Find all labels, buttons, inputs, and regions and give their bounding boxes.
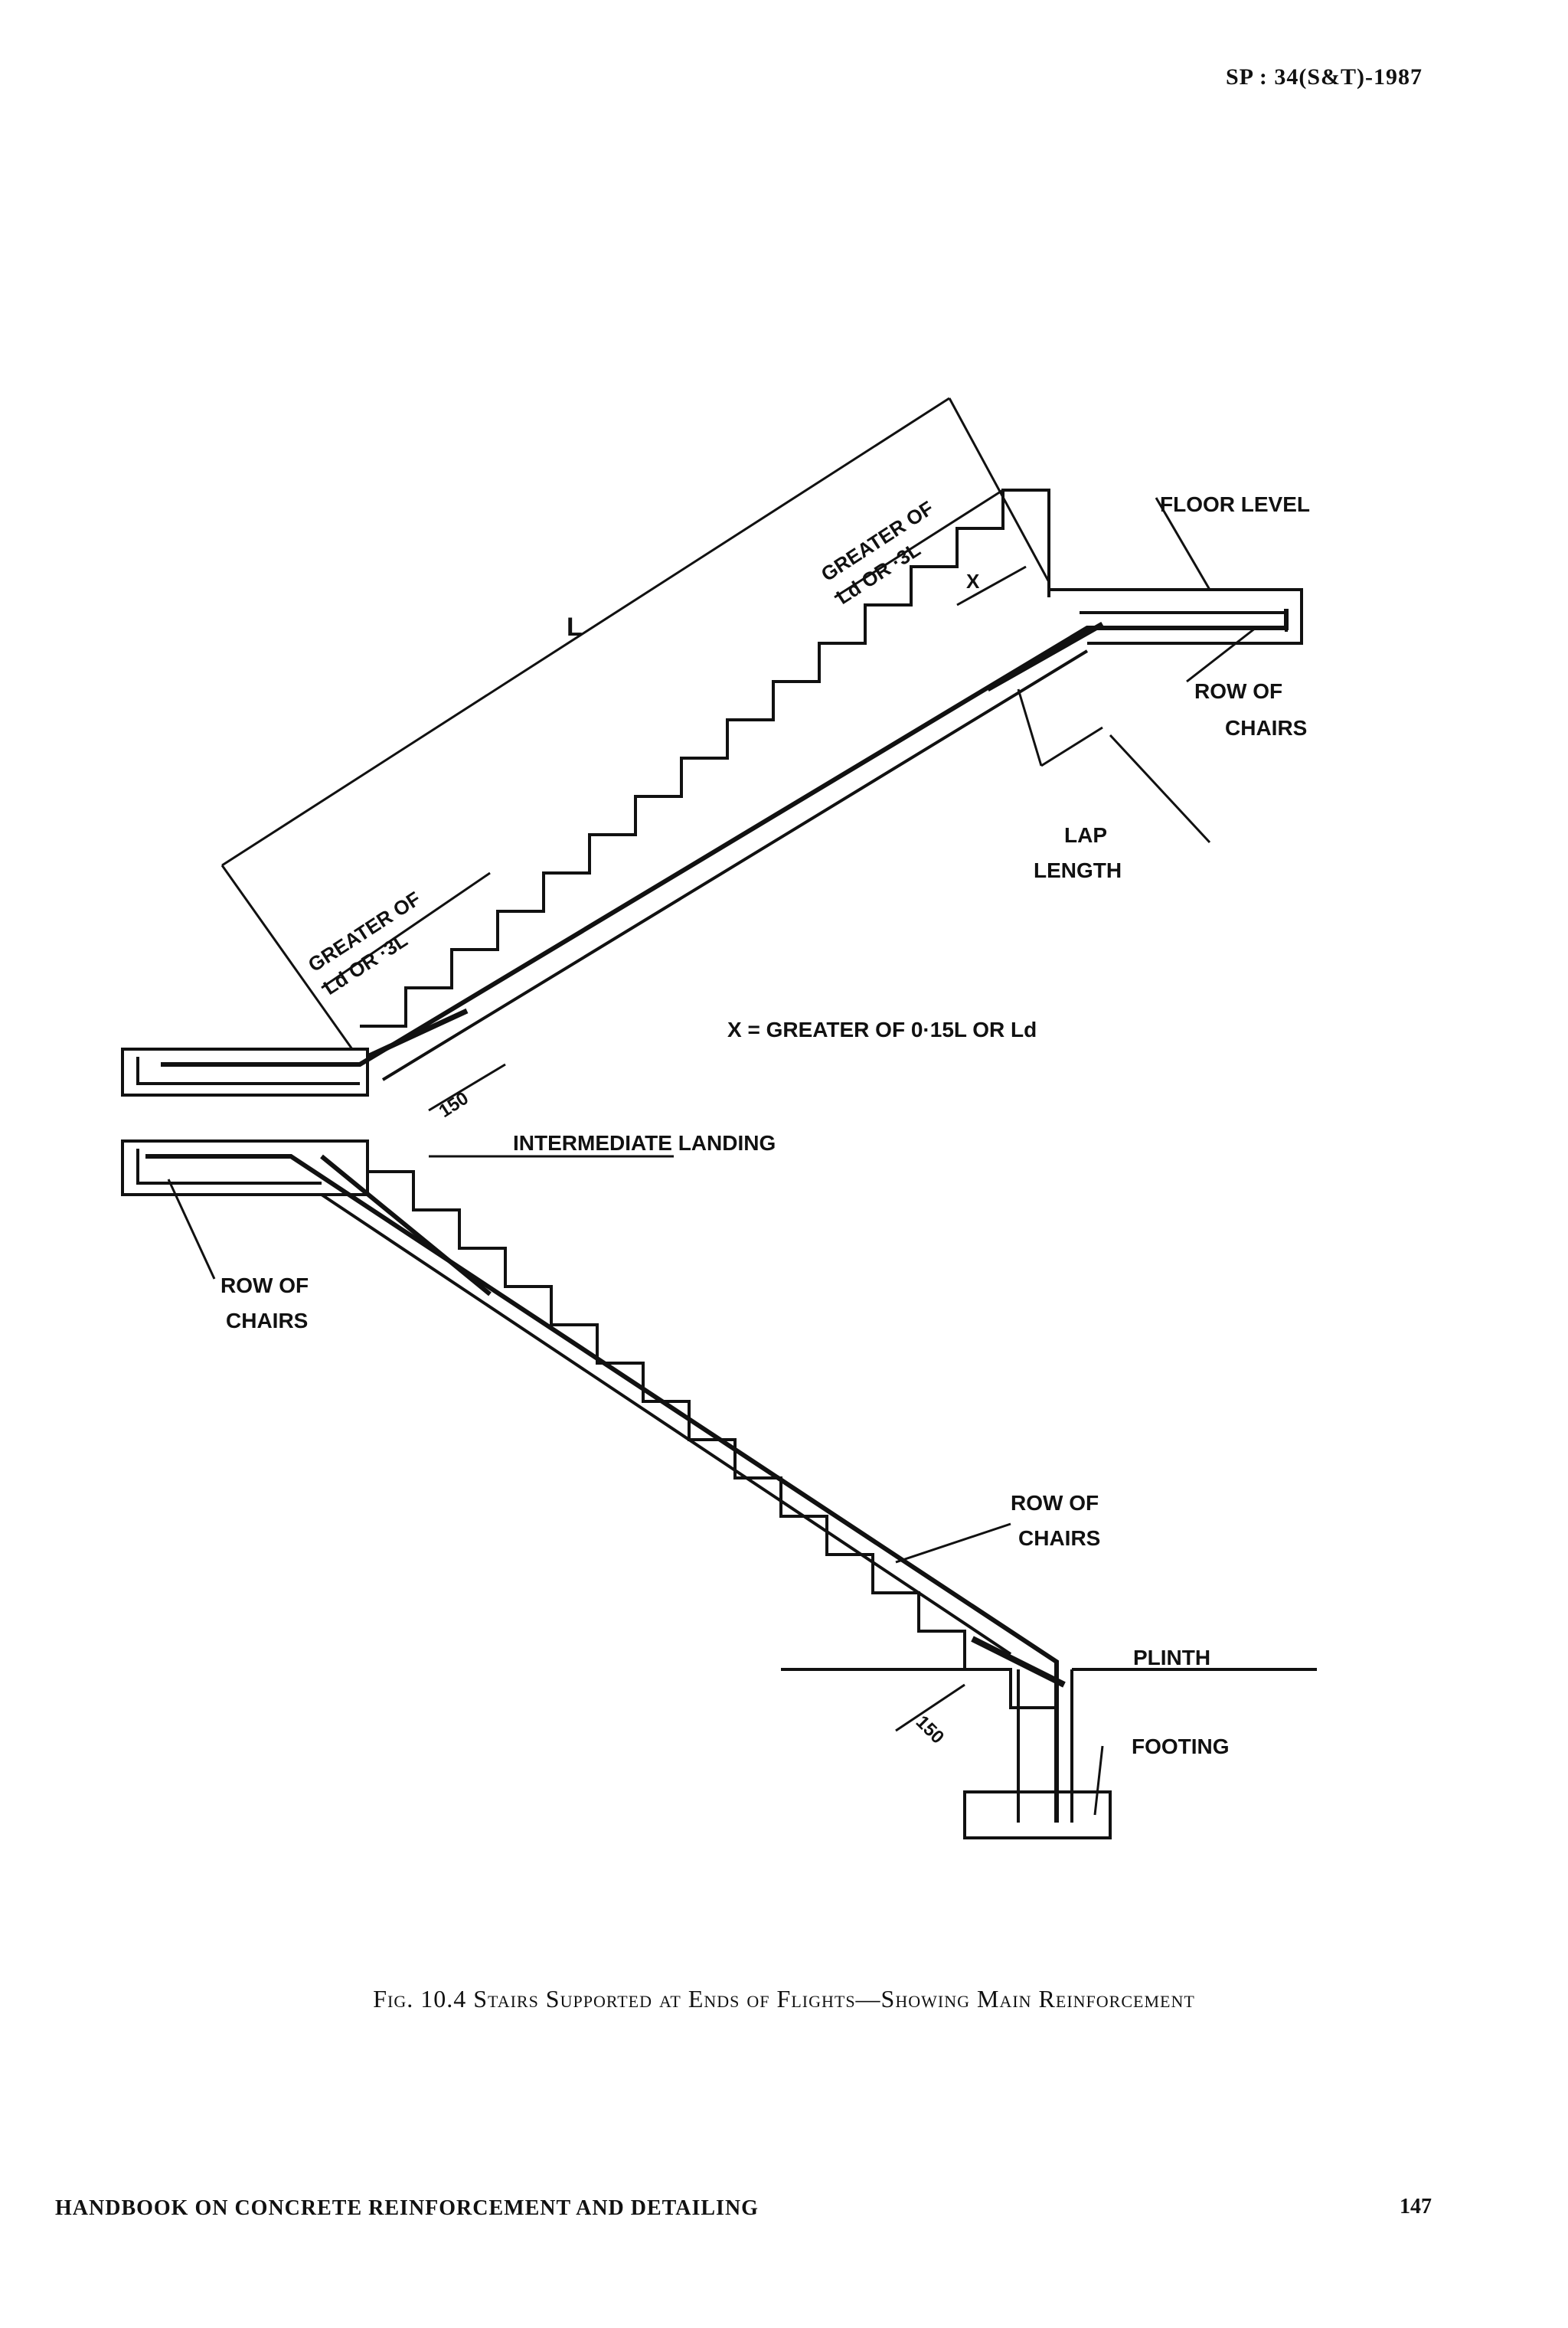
lower-flight-soffit [320,1193,1012,1656]
plinth-label: PLINTH [1133,1646,1210,1669]
lower-landing-slab [121,1139,369,1196]
lap-label-1: LAP [1064,823,1107,847]
footing-label: FOOTING [1132,1735,1230,1758]
floor-slab [1049,588,1303,645]
footing-base [963,1790,1112,1839]
row-chairs-left-label-2: CHAIRS [226,1309,308,1332]
floor-level-label: FLOOR LEVEL [1160,492,1310,516]
row-chairs-left-leader [167,1179,216,1280]
x-formula: X = GREATER OF 0·15L OR Ld [727,1018,1037,1041]
page-number: 147 [1400,2195,1432,2218]
x-dimension [956,565,1027,607]
span-label: L [567,613,583,642]
upper-flight-soffit [381,649,1089,1081]
row-chairs-top-leader [1186,626,1256,683]
dim-150-lower-line [895,1683,965,1732]
upper-flight-steps [360,489,1050,1028]
floor-bar [1080,611,1288,632]
landing-bar [136,1057,360,1085]
upper-lap-bar-top [986,621,1104,692]
lower-flight-steps [368,1170,1058,1784]
lap-label-2: LENGTH [1034,858,1122,882]
lower-landing-bar [136,1149,322,1185]
x-mark-label: X [966,570,980,593]
row-chairs-left-label-1: ROW OF [220,1274,309,1297]
upper-lap-bar [366,1008,469,1060]
row-chairs-bottom-label-2: CHAIRS [1018,1526,1100,1550]
lower-end-bar [971,1636,1066,1688]
floor-level-leader [1155,497,1211,590]
dim-150-upper: 150 [436,1088,472,1122]
dim-150-upper-line [428,1063,506,1112]
span-dimension-line [221,397,950,867]
row-chairs-top-label-1: ROW OF [1194,679,1282,703]
document-code: SP : 34(S&T)-1987 [1226,64,1423,90]
figure-caption: Fig. 10.4 Stairs Supported at Ends of Fl… [373,1985,1195,2012]
greater-left-dimension [321,871,491,989]
lower-main-bar [145,1154,1059,1823]
footing-leader [1093,1745,1104,1816]
row-chairs-bottom-leader [895,1522,1011,1564]
lap-dimension [1040,726,1103,767]
footer-title: HANDBOOK ON CONCRETE REINFORCEMENT AND D… [55,2196,759,2220]
footing-wall [1017,1669,1073,1823]
lower-top-bar [320,1154,492,1296]
intermediate-landing-label: INTERMEDIATE LANDING [513,1131,776,1155]
row-chairs-top-label-2: CHAIRS [1225,716,1307,740]
row-chairs-bottom-label-1: ROW OF [1011,1491,1099,1515]
intermediate-landing-slab-top [121,1048,369,1097]
greater-top-dimension [834,489,1004,599]
